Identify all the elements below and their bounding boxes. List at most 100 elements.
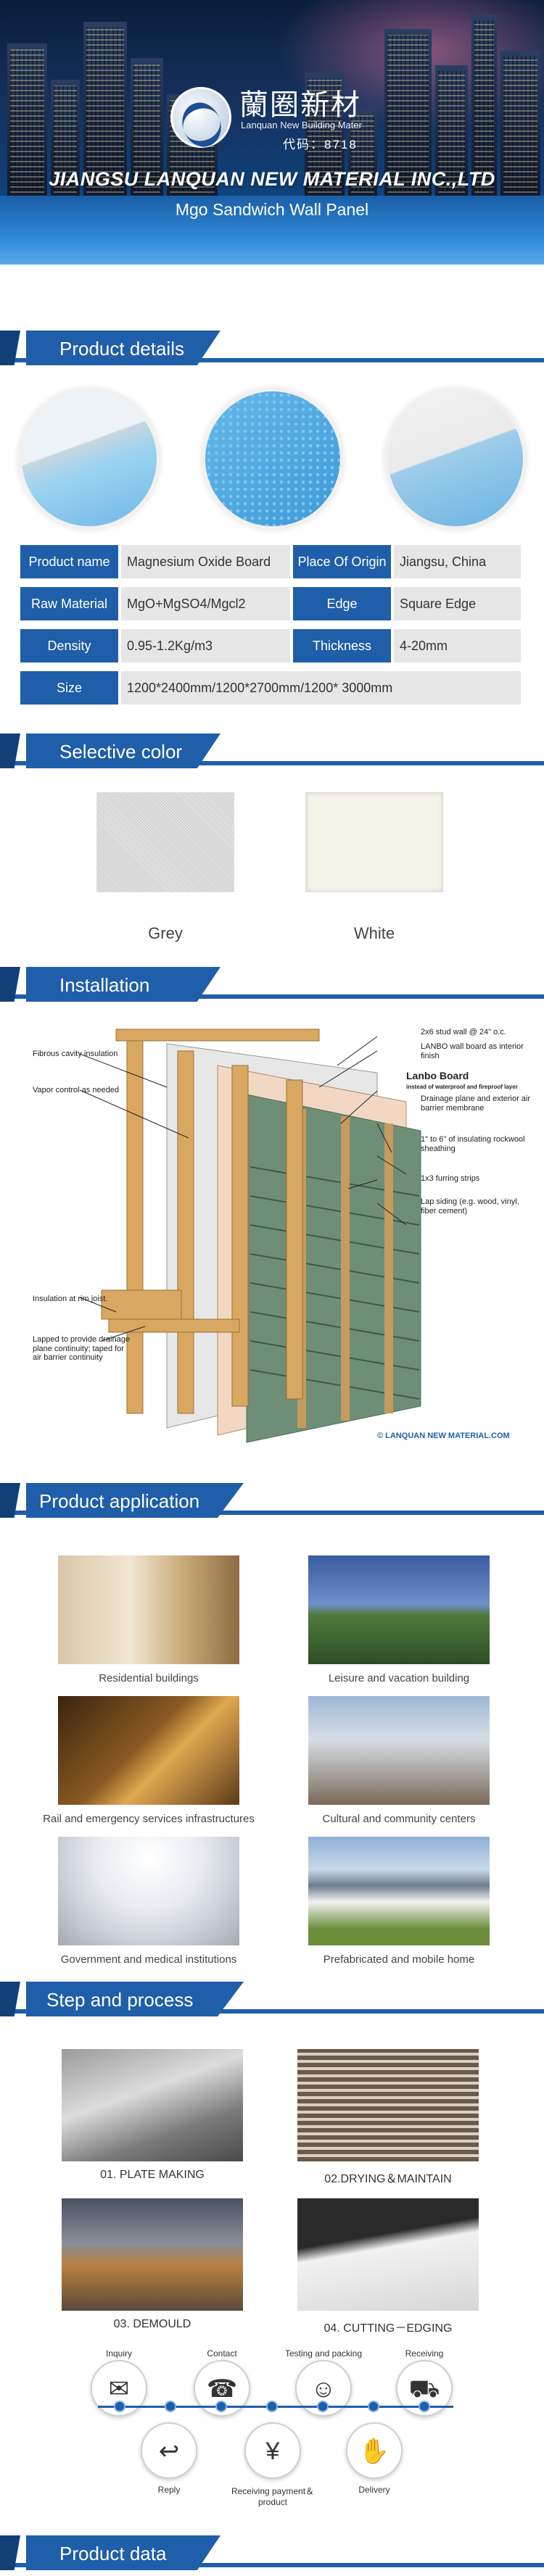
flow-label-contact: Contact [207, 2348, 237, 2359]
product-photo-layers [384, 388, 527, 530]
label-rockwool: 1" to 6" of insulating rockwool sheathin… [421, 1135, 525, 1153]
lanbo-board-title: Lanbo Board [406, 1070, 469, 1081]
caption-rail: Rail and emergency services infrastructu… [43, 1813, 255, 1825]
section-rule [0, 994, 544, 999]
caption-residential: Residential buildings [99, 1672, 199, 1684]
building [51, 80, 80, 196]
color-swatch-grey[interactable] [96, 792, 234, 892]
section-title: Product application [39, 1490, 200, 1512]
spec-value: 4-20mm [394, 629, 521, 662]
building [500, 51, 540, 196]
flow-label-testing: Testing and packing [284, 2348, 363, 2359]
building [131, 58, 163, 196]
spec-label: Size [20, 671, 118, 705]
label-lanbo-wall: LANBO wall board as interior finish [421, 1042, 524, 1060]
spec-row: Size 1200*2400mm/1200*2700mm/1200* 3000m… [20, 671, 521, 705]
building [348, 109, 377, 196]
section-header-application: Product application [0, 1483, 544, 1524]
label-stud-wall: 2x6 stud wall @ 24" o.c. [421, 1028, 506, 1036]
section-tab: Product application [26, 1483, 244, 1518]
photo-plate-making [62, 2049, 243, 2161]
spec-label: Density [20, 629, 118, 662]
photo-cutting [297, 2198, 479, 2311]
spec-value: Square Edge [394, 587, 521, 620]
section-rule [0, 358, 544, 362]
spec-label: Product name [20, 545, 118, 578]
spec-label: Edge [293, 587, 391, 620]
label-lanbo-board: Lanbo Board instead of waterproof and fi… [406, 1070, 537, 1091]
installation-diagram: Fibrous cavity insulation Vapor control … [0, 986, 544, 1464]
color-swatch-white[interactable] [305, 792, 443, 892]
spec-value: 0.95-1.2Kg/m3 [121, 629, 290, 662]
flow-dot [215, 2401, 227, 2412]
spec-row: Density 0.95-1.2Kg/m3 Thickness 4-20mm [20, 629, 521, 662]
spec-value: 1200*2400mm/1200*2700mm/1200* 3000mm [121, 671, 521, 705]
flow-dot [419, 2401, 430, 2412]
spec-row: Raw Material MgO+MgSO4/Mgcl2 Edge Square… [20, 587, 521, 620]
lanbo-board-note: instead of waterproof and fireproof laye… [406, 1083, 518, 1090]
payment-icon: ¥ [244, 2422, 301, 2479]
section-title: Selective color [59, 741, 183, 763]
label-siding: Lap siding (e.g. wood, vinyl, fiber ceme… [421, 1197, 519, 1216]
flow-label-inquiry: Inquiry [105, 2348, 133, 2359]
flow-dot [368, 2401, 379, 2412]
spec-value: Magnesium Oxide Board [121, 545, 290, 578]
spec-value: MgO+MgSO4/Mgcl2 [121, 587, 290, 620]
section-header-details: Product details [0, 331, 544, 371]
label-drainage-plane: Drainage plane and exterior air barrier … [421, 1094, 531, 1113]
photo-government [58, 1837, 239, 1945]
spec-label: Place Of Origin [293, 545, 391, 578]
section-title: Installation [59, 974, 150, 996]
section-tab: Product data [26, 2535, 221, 2570]
company-name: JIANGSU LANQUAN NEW MATERIAL INC.,LTD [49, 168, 495, 190]
wall-section-illustration [79, 1029, 421, 1443]
header-banner: 蘭圈新材 Lanquan New Building Mater 代码：8718 … [0, 0, 544, 265]
photo-demould [62, 2198, 243, 2311]
stock-code: 代码：8718 [283, 138, 358, 151]
spec-label: Thickness [293, 629, 391, 662]
section-header-process: Step and process [0, 1982, 544, 2022]
section-title: Product data [59, 2543, 167, 2564]
caption-cultural: Cultural and community centers [322, 1813, 476, 1825]
section-tab: Product details [26, 331, 221, 365]
building [384, 29, 432, 196]
section-tab: Selective color [26, 734, 221, 768]
section-header-installation: Installation [0, 967, 544, 1007]
label-furring: 1x3 furring strips [421, 1174, 480, 1183]
photo-rail [58, 1696, 239, 1805]
photo-cultural [308, 1696, 490, 1805]
section-header-data: Product data [0, 2535, 544, 2576]
building [7, 43, 47, 196]
color-label: Grey [148, 924, 183, 942]
spec-value: Jiangsu, China [394, 545, 521, 578]
flow-label-reply: Reply [157, 2485, 181, 2495]
photo-prefab-home [308, 1837, 490, 1945]
label-drainage-continuity: Lapped to provide drainage plane continu… [33, 1335, 130, 1363]
section-header-color: Selective color [0, 734, 544, 774]
building [471, 14, 497, 196]
building [305, 72, 345, 196]
section-tab: Installation [26, 967, 221, 1002]
flow-dot [165, 2401, 176, 2412]
reply-icon: ↩ [141, 2422, 197, 2479]
flow-dot [317, 2401, 329, 2412]
color-label: White [353, 924, 395, 942]
flow-label-receiving: Receiving [405, 2348, 444, 2359]
company-name-cn: 蘭圈新材 [239, 88, 361, 122]
spec-row: Product name Magnesium Oxide Board Place… [20, 545, 521, 578]
caption-plate-making: 01. PLATE MAKING [100, 2169, 205, 2181]
photo-residential [58, 1555, 239, 1664]
spec-table: Product name Magnesium Oxide Board Place… [20, 545, 521, 713]
caption-prefab-home: Prefabricated and mobile home [323, 1953, 475, 1966]
company-logo-icon [170, 87, 231, 148]
section-rule [0, 2563, 544, 2567]
diagram-copyright: © LANQUAN NEW MATERIAL.COM [377, 1432, 510, 1440]
section-rule [0, 2009, 544, 2014]
photo-drying [297, 2049, 479, 2161]
flow-dot [266, 2401, 278, 2412]
flow-label-payment: Receiving payment＆product [231, 2486, 315, 2507]
label-rim-joist: Insulation at rim joist. [33, 1295, 108, 1303]
building [435, 65, 468, 196]
building [83, 22, 127, 196]
photo-leisure [308, 1555, 490, 1664]
